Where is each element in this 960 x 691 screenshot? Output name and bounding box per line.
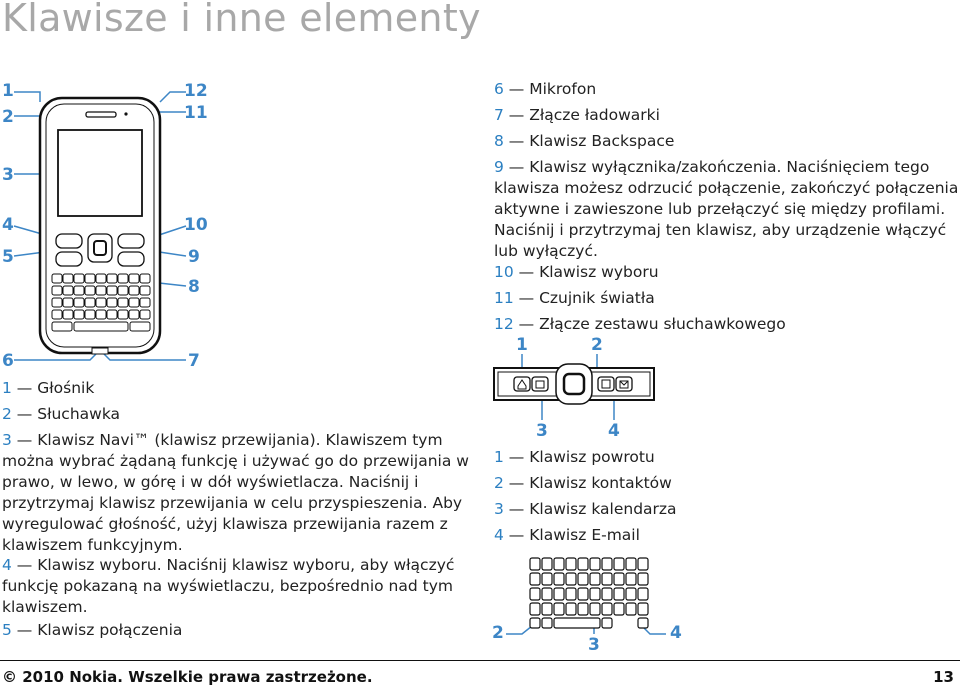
item-number: 3 <box>494 500 504 518</box>
item-text: — Klawisz wyłącznika/zakończenia. Naciśn… <box>494 158 959 260</box>
navi-item-1: 1 — Klawisz powrotu <box>494 447 960 468</box>
item-number: 7 <box>494 106 504 124</box>
item-number: 4 <box>2 556 12 574</box>
item-number: 9 <box>494 158 504 176</box>
navi-callout-4: 4 <box>608 421 620 441</box>
callout-7: 7 <box>188 351 200 371</box>
navi-callout-1: 1 <box>516 335 528 355</box>
item-text: — Złącze zestawu słuchawkowego <box>513 315 786 333</box>
item-2: 2 — Słuchawka <box>2 404 472 425</box>
item-number: 1 <box>2 379 12 397</box>
callout-9: 9 <box>188 247 200 267</box>
item-4: 4 — Klawisz wyboru. Naciśnij klawisz wyb… <box>2 555 472 618</box>
item-9: 9 — Klawisz wyłącznika/zakończenia. Naci… <box>494 157 960 262</box>
item-text: — Klawisz wyboru <box>513 263 659 281</box>
footer-copyright: © 2010 Nokia. Wszelkie prawa zastrzeżone… <box>2 668 373 686</box>
item-text: — Klawisz Backspace <box>503 132 675 150</box>
item-text: — Klawisz E-mail <box>503 526 640 544</box>
callout-2: 2 <box>2 107 14 127</box>
item-3: 3 — Klawisz Navi™ (klawisz przewijania).… <box>2 430 472 556</box>
item-7: 7 — Złącze ładowarki <box>494 105 960 126</box>
navi-key-diagram: 1 2 3 4 <box>493 335 655 441</box>
item-text: — Klawisz wyboru. Naciśnij klawisz wybor… <box>2 556 455 616</box>
item-number: 6 <box>494 80 504 98</box>
item-number: 5 <box>2 621 12 639</box>
item-number: 3 <box>2 431 12 449</box>
item-text: — Czujnik światła <box>513 289 655 307</box>
item-6: 6 — Mikrofon <box>494 79 960 100</box>
item-number: 2 <box>494 474 504 492</box>
callout-4: 4 <box>2 215 14 235</box>
page-number: 13 <box>933 668 954 686</box>
item-text: — Klawisz kalendarza <box>503 500 677 518</box>
item-number: 4 <box>494 526 504 544</box>
item-text: — Słuchawka <box>11 405 121 423</box>
item-number: 12 <box>494 315 514 333</box>
item-text: — Klawisz kontaktów <box>503 474 672 492</box>
item-text: — Klawisz Navi™ (klawisz przewijania). K… <box>2 431 469 554</box>
navi-item-2: 2 — Klawisz kontaktów <box>494 473 960 494</box>
navi-callout-2: 2 <box>591 335 603 355</box>
item-number: 8 <box>494 132 504 150</box>
item-text: — Głośnik <box>11 379 95 397</box>
keyboard-callout-2: 2 <box>492 623 504 643</box>
item-10: 10 — Klawisz wyboru <box>494 262 960 283</box>
navi-item-3: 3 — Klawisz kalendarza <box>494 499 960 520</box>
item-8: 8 — Klawisz Backspace <box>494 131 960 152</box>
item-number: 1 <box>494 448 504 466</box>
callout-5: 5 <box>2 247 14 267</box>
callout-6: 6 <box>2 351 14 371</box>
callout-12: 12 <box>184 81 208 101</box>
item-text: — Złącze ładowarki <box>503 106 660 124</box>
callout-3: 3 <box>2 165 14 185</box>
item-12: 12 — Złącze zestawu słuchawkowego <box>494 314 960 335</box>
item-5: 5 — Klawisz połączenia <box>2 620 472 641</box>
item-text: — Klawisz powrotu <box>503 448 655 466</box>
footer-divider <box>0 660 960 661</box>
callout-10: 10 <box>184 215 208 235</box>
item-text: — Klawisz połączenia <box>11 621 183 639</box>
navi-callout-3: 3 <box>536 421 548 441</box>
keyboard-diagram: 2 3 4 <box>492 557 682 654</box>
keyboard-callout-3: 3 <box>588 635 600 654</box>
callout-8: 8 <box>188 277 200 297</box>
item-11: 11 — Czujnik światła <box>494 288 960 309</box>
callout-11: 11 <box>184 103 208 123</box>
navi-item-4: 4 — Klawisz E-mail <box>494 525 960 546</box>
page-title: Klawisze i inne elementy <box>2 0 481 40</box>
item-text: — Mikrofon <box>503 80 597 98</box>
keyboard-callout-4: 4 <box>670 623 682 643</box>
item-1: 1 — Głośnik <box>2 378 472 399</box>
item-number: 11 <box>494 289 514 307</box>
phone-diagram: 1 2 3 4 5 6 7 8 9 10 11 12 <box>2 81 208 371</box>
item-number: 10 <box>494 263 514 281</box>
callout-1: 1 <box>2 81 14 101</box>
item-number: 2 <box>2 405 12 423</box>
